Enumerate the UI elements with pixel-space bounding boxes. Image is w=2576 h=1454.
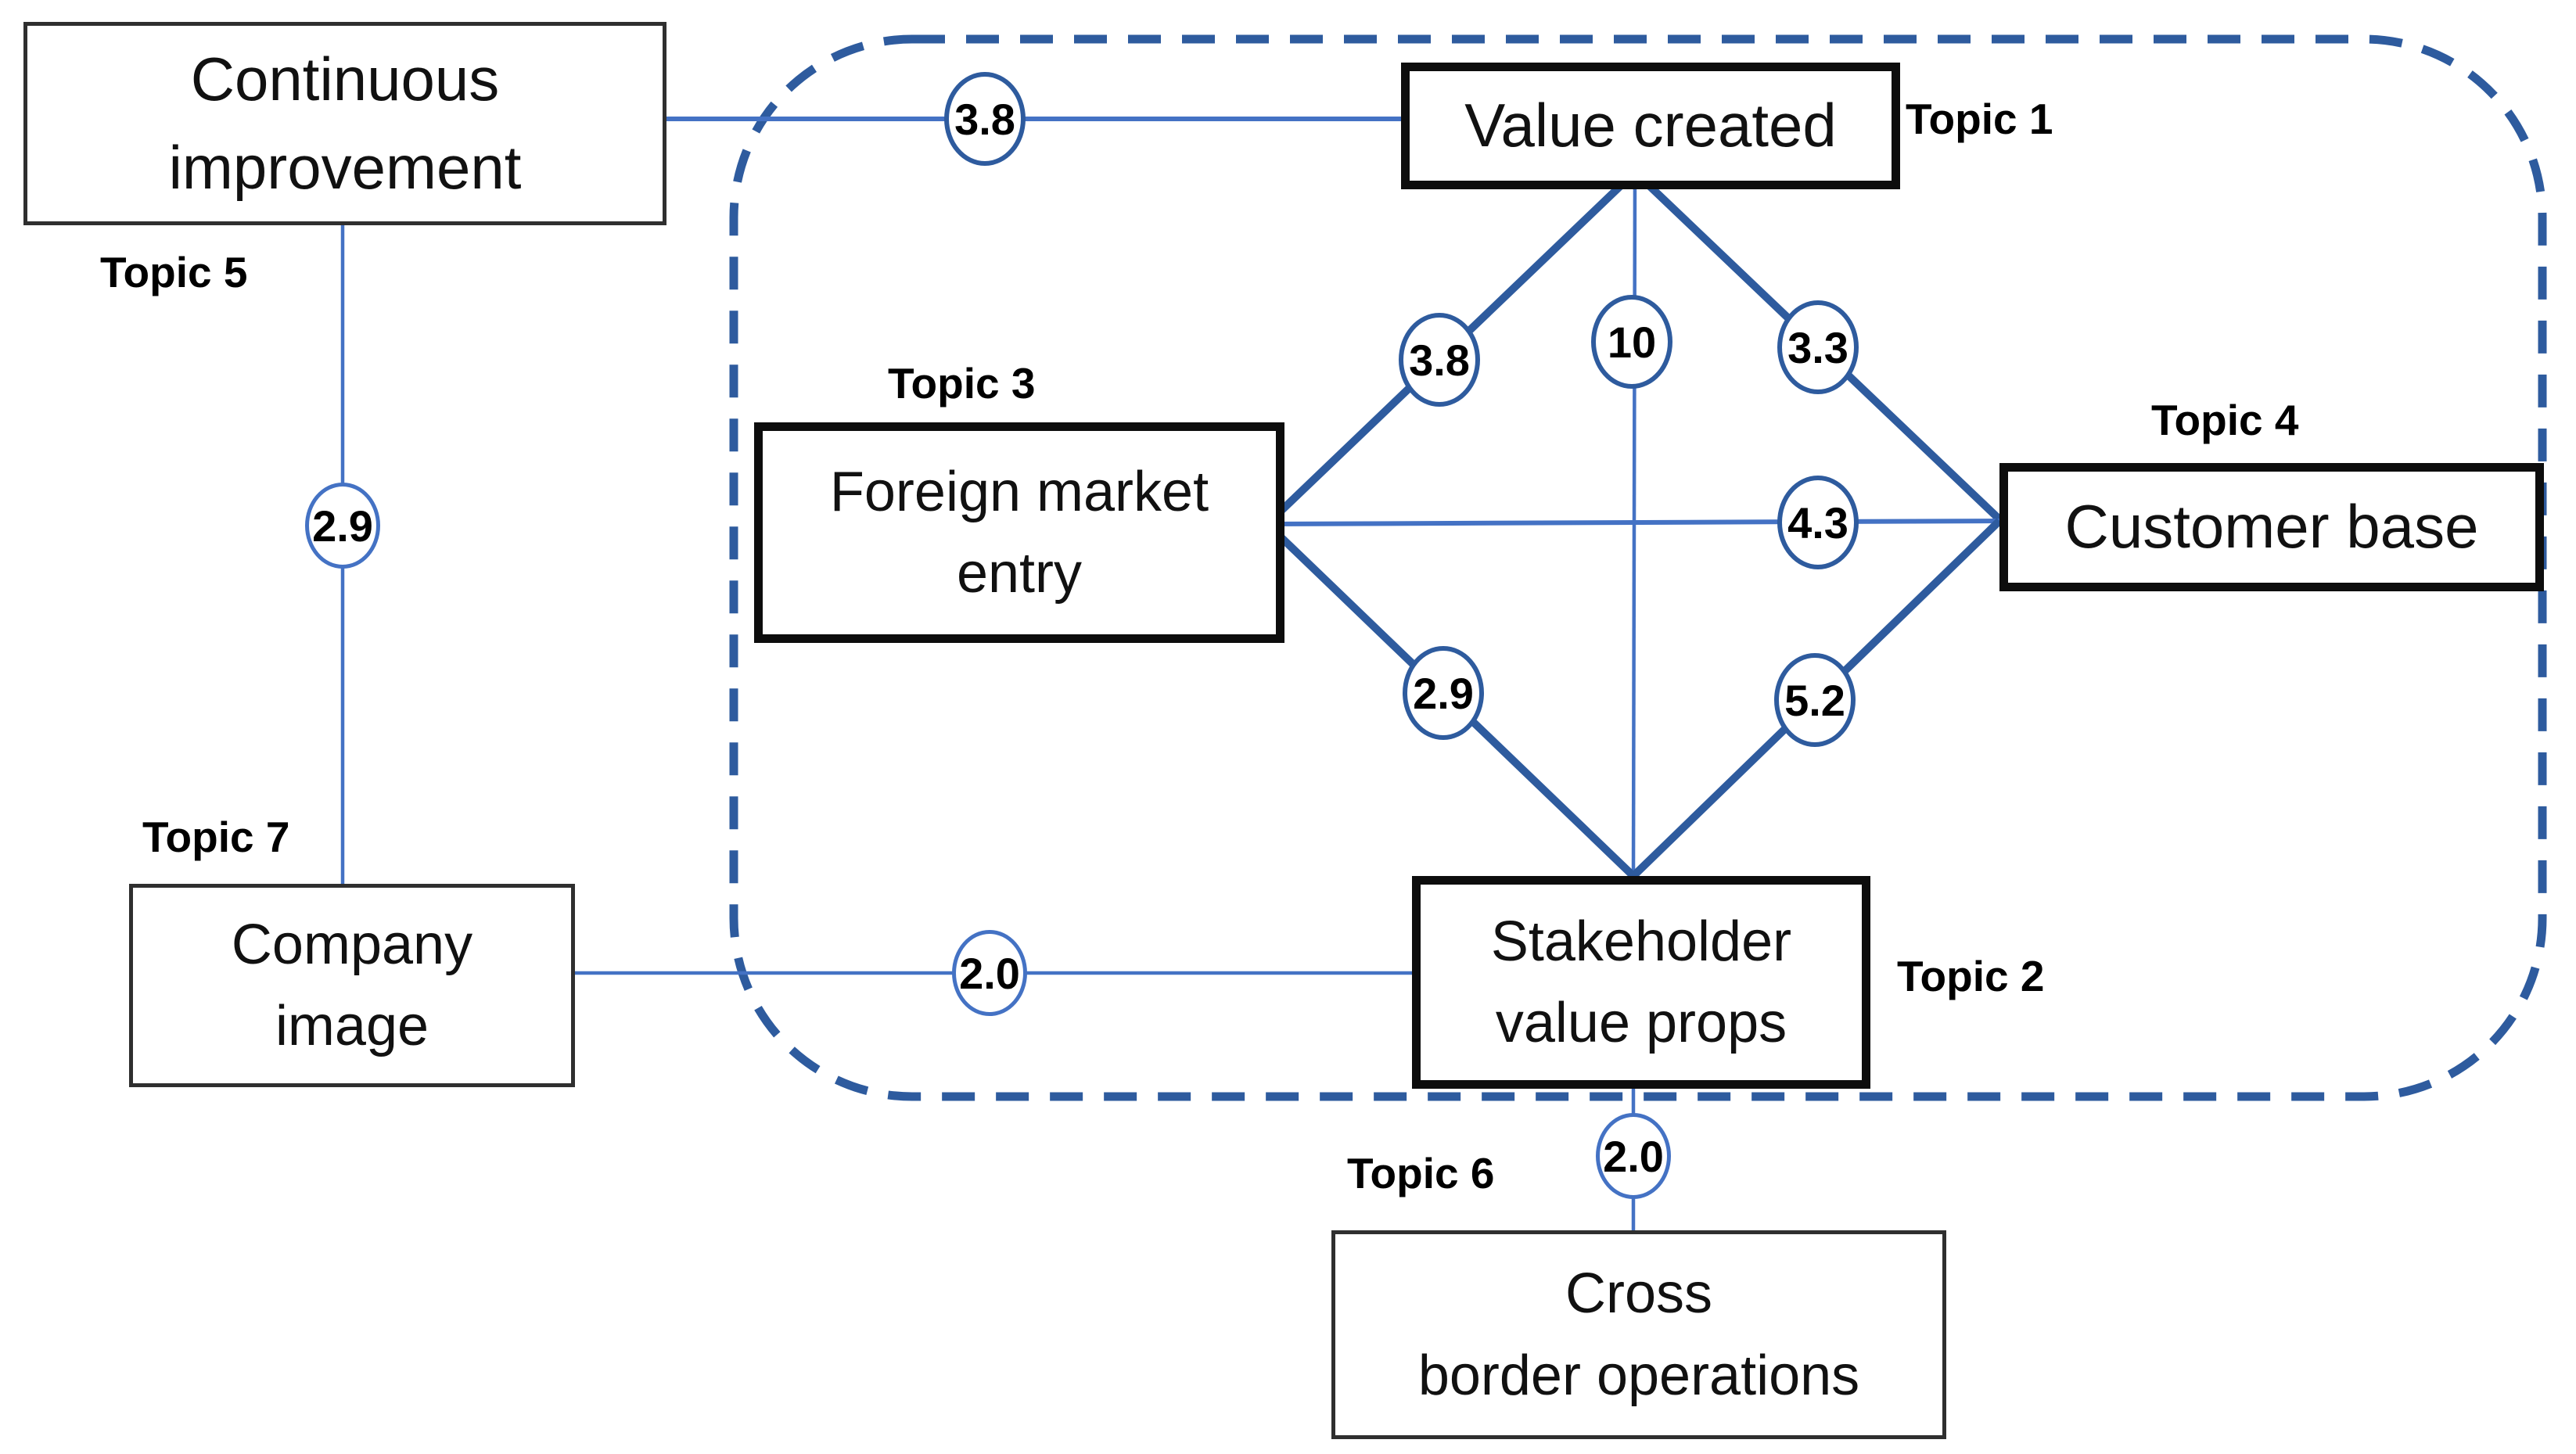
- topic-label-4: Topic 4: [2151, 396, 2299, 444]
- node-cross-border-operations: Cross border operations: [1331, 1230, 1946, 1439]
- topic-label-3: Topic 3: [888, 359, 1036, 407]
- node-label: Cross border operations: [1417, 1262, 1860, 1407]
- edge-weight-foreign-market-entry-customer-base: 4.3: [1777, 476, 1859, 569]
- node-company-image: Company image: [129, 884, 575, 1087]
- edge-weight-foreign-market-entry-stakeholder-value-props: 2.9: [1403, 646, 1484, 740]
- edge-weight-value-created-foreign-market-entry: 3.8: [1399, 313, 1480, 407]
- topic-label-7: Topic 7: [142, 813, 290, 861]
- node-continuous-improvement: Continuous improvement: [23, 22, 666, 225]
- edge-weight-company-image-stakeholder-value-props: 2.0: [952, 930, 1027, 1016]
- node-customer-base: Customer base: [1999, 463, 2544, 591]
- node-label: Foreign market entry: [829, 460, 1209, 605]
- edge-weight-customer-base-stakeholder-value-props: 5.2: [1774, 653, 1856, 747]
- node-stakeholder-value-props: Stakeholder value props: [1412, 876, 1870, 1089]
- node-foreign-market-entry: Foreign market entry: [754, 422, 1284, 643]
- node-label: Company image: [231, 913, 473, 1057]
- node-label: Continuous improvement: [168, 44, 522, 202]
- node-label: Customer base: [2064, 492, 2479, 562]
- topic-label-1: Topic 1: [1906, 95, 2053, 143]
- node-value-created: Value created: [1401, 63, 1900, 189]
- edge-weight-continuous-improvement-company-image: 2.9: [305, 483, 380, 569]
- edge-weight-value-created-stakeholder-value-props: 10: [1591, 295, 1672, 389]
- topic-label-6: Topic 6: [1347, 1149, 1495, 1197]
- node-label: Value created: [1464, 91, 1837, 160]
- edge-weight-continuous-improvement-value-created: 3.8: [944, 72, 1026, 166]
- edge-weight-stakeholder-value-props-cross-border-operations: 2.0: [1596, 1113, 1671, 1199]
- edge-weight-value-created-customer-base: 3.3: [1777, 300, 1859, 394]
- edge-foreign-market-entry-customer-base: [1266, 519, 2000, 526]
- node-label: Stakeholder value props: [1490, 910, 1792, 1054]
- topic-label-5: Topic 5: [100, 248, 248, 296]
- topic-label-2: Topic 2: [1897, 952, 2045, 1000]
